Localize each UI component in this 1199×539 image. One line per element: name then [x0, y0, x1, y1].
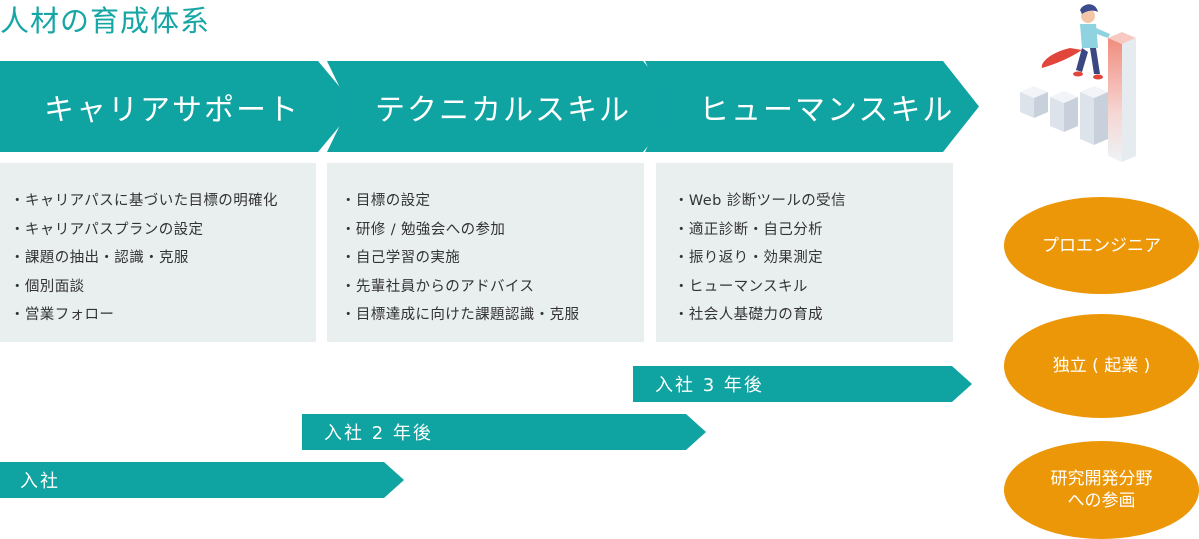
list-item: ・キャリアパスに基づいた目標の明確化: [10, 193, 278, 209]
career-independent: 独立 ( 起業 ): [1004, 314, 1199, 418]
list-item: ・自己学習の実施: [341, 250, 461, 266]
timeline-join-arrow: 入社: [0, 462, 404, 498]
list-item: ・課題の抽出・認識・克服: [10, 250, 189, 266]
list-item: ・キャリアパスプランの設定: [10, 221, 204, 238]
stage-technical-skill: テクニカルスキル: [327, 61, 681, 152]
stage-career-support: キャリアサポート: [0, 61, 356, 152]
career-support-panel: ・キャリアパスに基づいた目標の明確化 ・キャリアパスプランの設定 ・課題の抽出・…: [0, 163, 316, 342]
list-item: ・適正診断・自己分析: [674, 221, 823, 238]
list-item: ・目標の設定: [341, 193, 431, 209]
list-item: ・先輩社員からのアドバイス: [341, 278, 535, 295]
list-item: ・振り返り・効果測定: [674, 250, 823, 266]
career-rnd-line2: への参画: [1067, 491, 1136, 511]
list-item: ・Web 診断ツールの受信: [674, 193, 846, 209]
stage-human-skill: ヒューマンスキル: [645, 61, 979, 152]
page-title: 人材の育成体系: [0, 4, 211, 38]
career-pro-engineer: プロエンジニア: [1004, 197, 1199, 294]
list-item: ・目標達成に向けた課題認識・克服: [341, 307, 580, 323]
career-rnd: 研究開発分野 への参画: [1004, 441, 1199, 539]
list-item: ・ヒューマンスキル: [674, 278, 808, 295]
timeline-year2-arrow: 入社 2 年後: [302, 414, 706, 450]
list-item: ・研修 / 勉強会への参加: [341, 221, 506, 238]
list-item: ・営業フォロー: [10, 307, 115, 323]
human-skill-panel: ・Web 診断ツールの受信 ・適正診断・自己分析 ・振り返り・効果測定 ・ヒュー…: [656, 163, 953, 342]
timeline-year3-arrow: 入社 3 年後: [633, 366, 972, 402]
career-rnd-line1: 研究開発分野: [1050, 469, 1153, 489]
list-item: ・個別面談: [10, 278, 85, 295]
woman-hero-climbing-bar-chart-icon: [1020, 4, 1136, 162]
list-item: ・社会人基礎力の育成: [674, 307, 823, 323]
technical-skill-panel: ・目標の設定 ・研修 / 勉強会への参加 ・自己学習の実施 ・先輩社員からのアド…: [327, 163, 644, 342]
